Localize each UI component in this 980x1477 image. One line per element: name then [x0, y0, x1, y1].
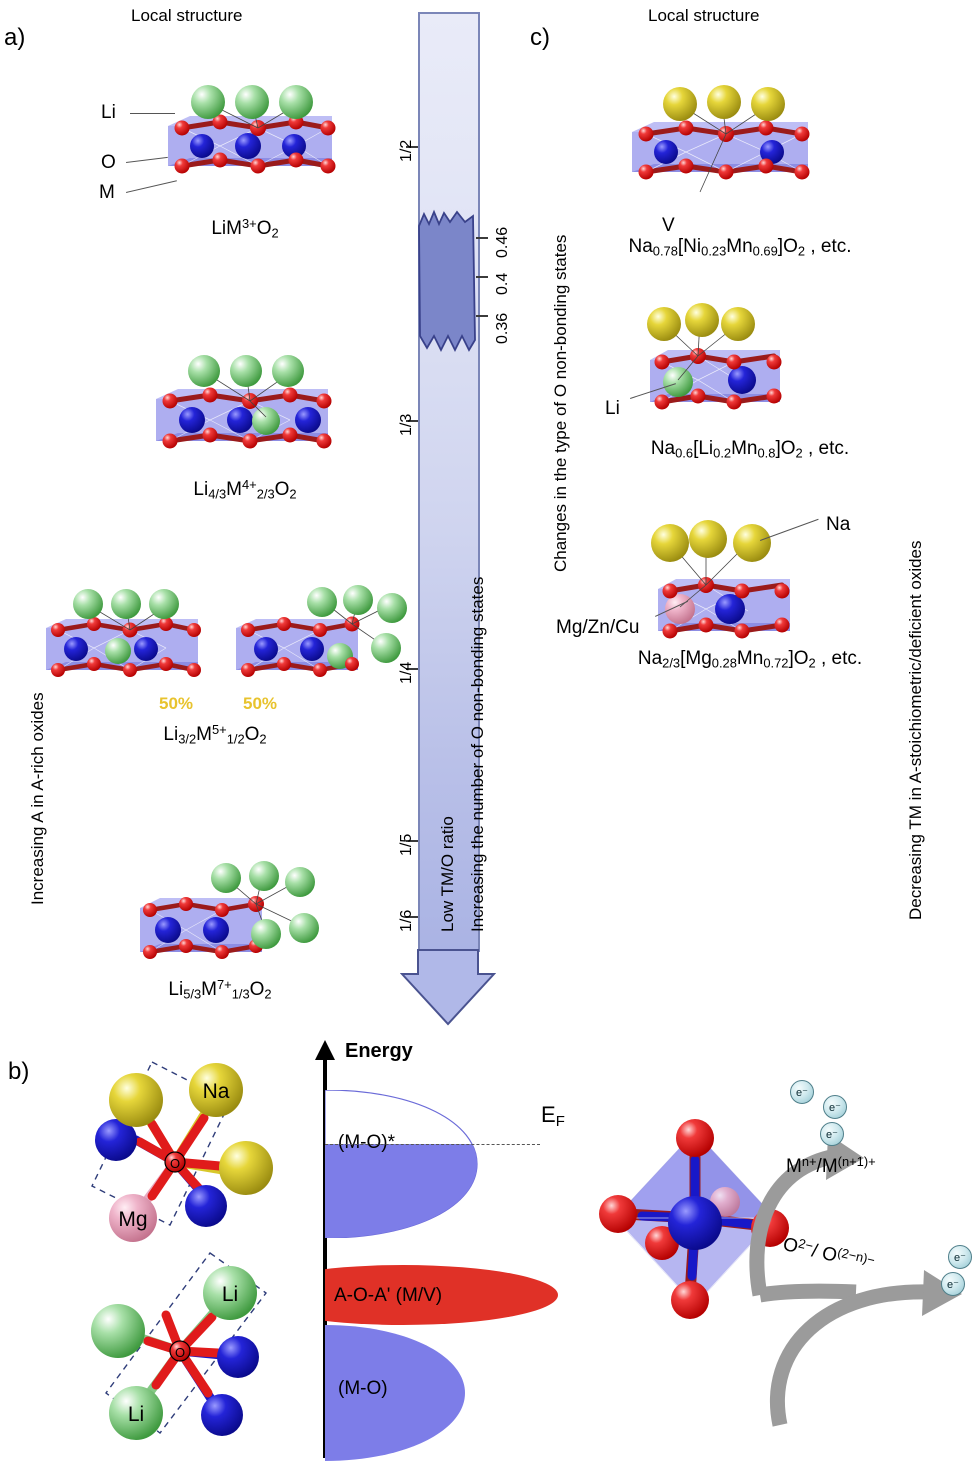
structure-slab-c3 [620, 495, 835, 645]
svg-text:O: O [175, 1345, 185, 1360]
electron-badge-1: e⁻ [790, 1080, 814, 1104]
center-arrow-head [400, 949, 496, 1026]
center-arrow-band [418, 209, 476, 353]
tick-label-04: 0.4 [494, 272, 511, 295]
panel-c-axis-label-right: Decreasing TM in A-stoichiometric/defici… [906, 540, 925, 920]
formula-text-c2: Na0.6[Li0.2Mn0.8]O2 , etc. [650, 438, 850, 461]
octahedron-redox [570, 1090, 820, 1340]
electron-badge-5: e⁻ [941, 1272, 965, 1296]
svg-text:Na: Na [203, 1080, 230, 1103]
heading-local-structure-right: Local structure [648, 6, 760, 25]
heading-local-structure-left: Local structure [131, 6, 243, 25]
svg-text:Mg: Mg [118, 1208, 147, 1231]
formula-text-1: LiM3+O2 [211, 216, 279, 241]
electron-badge-3: e⁻ [820, 1122, 844, 1146]
tick-right-1 [476, 237, 488, 239]
structure-formula-c2: Na0.6[Li0.2Mn0.8]O2 , etc. [590, 438, 910, 461]
structure-formula-3: Li3/2M5+1/2O2 [115, 722, 315, 746]
energy-axis-label: Energy [345, 1040, 413, 1062]
legend-label-m: M [99, 182, 115, 203]
panel-letter-c: c) [530, 24, 550, 51]
fermi-label: EF [541, 1102, 565, 1130]
electron-badge-4: e⁻ [948, 1245, 972, 1269]
tick-label-046: 0.46 [494, 226, 511, 258]
band-aoa [325, 1265, 558, 1325]
redox-arrow-metal [749, 1134, 864, 1303]
formula-text-c1: Na0.78[Ni0.23Mn0.69]O2 , etc. [628, 236, 852, 259]
panel-letter-b: b) [8, 1058, 30, 1085]
tick-label-1-5: 1/5 [398, 833, 415, 856]
callout-label-v: V [662, 215, 675, 236]
structure-formula-c1: Na0.78[Ni0.23Mn0.69]O2 , etc. [575, 236, 905, 259]
tick-right-3 [476, 315, 488, 317]
structure-formula-1: LiM3+O2 [150, 216, 340, 240]
fermi-text: EF [541, 1102, 565, 1131]
cluster-na-mg: Na Mg O [70, 1040, 315, 1242]
structure-slab-3a [38, 588, 208, 698]
legend-label-li: Li [101, 102, 116, 123]
svg-text:Li: Li [128, 1403, 144, 1426]
legend-leader-li [130, 113, 175, 114]
band-mo-star [325, 1090, 478, 1238]
tick-label-036: 0.36 [494, 312, 511, 344]
tick-label-1-2: 1/2 [398, 139, 415, 162]
tick-label-1-6: 1/6 [398, 909, 415, 932]
tick-left-3 [406, 668, 418, 670]
tick-left-1 [406, 146, 418, 148]
formula-text-c3: Na2/3[Mg0.28Mn0.72]O2 , etc. [637, 648, 863, 671]
tick-left-2 [406, 420, 418, 422]
band-label-aoa: A-O-A' (M/V) [334, 1285, 443, 1306]
legend-label-o: O [101, 152, 116, 173]
svg-text:O: O [170, 1156, 180, 1171]
formula-text-4: Li5/3M7+1/3O2 [168, 977, 272, 1002]
metal-redox-text: Mn+/M(n+1)+ [786, 1154, 876, 1177]
tick-left-5 [406, 916, 418, 918]
tick-left-4 [406, 840, 418, 842]
fermi-level-line [325, 1144, 540, 1145]
energy-axis-arrowhead [315, 1040, 335, 1060]
electron-badge-2: e⁻ [823, 1095, 847, 1119]
callout-label-mgzncu: Mg/Zn/Cu [556, 617, 640, 638]
structure-formula-4: Li5/3M7+1/3O2 [120, 977, 320, 1001]
band-label-mo: (M-O) [338, 1378, 388, 1399]
center-arrow-shaft [418, 12, 480, 952]
structure-slab-1 [160, 85, 340, 198]
arrow-label-increasing-states: Increasing the number of O non-bonding s… [468, 576, 487, 932]
tick-right-2 [476, 276, 488, 278]
formula-text-2: Li4/3M4+2/3O2 [193, 477, 297, 502]
structure-slab-3b [228, 585, 413, 698]
structure-slab-2 [148, 355, 338, 470]
band-label-mo-star: (M-O)* [338, 1132, 395, 1153]
svg-text:Li: Li [222, 1283, 238, 1306]
tick-label-1-3: 1/3 [398, 413, 415, 436]
percent-label-left: 50% [159, 694, 194, 713]
callout-label-li-c2: Li [605, 398, 620, 419]
energy-axis [323, 1058, 327, 1458]
panel-letter-a: a) [4, 24, 26, 51]
tick-label-1-4: 1/4 [398, 661, 415, 684]
percent-label-right: 50% [243, 694, 278, 713]
structure-slab-c1 [620, 80, 820, 205]
cluster-li: Li Li O [70, 1235, 315, 1450]
formula-text-3: Li3/2M5+1/2O2 [163, 722, 267, 747]
structure-slab-c2 [620, 290, 830, 425]
panel-c-axis-label-left: Changes in the type of O non-bonding sta… [551, 234, 570, 572]
structure-slab-4 [120, 860, 335, 975]
panel-a-axis-label: Increasing A in A-rich oxides [28, 692, 47, 905]
redox-arrow-oxygen [769, 1270, 962, 1427]
band-mo [325, 1325, 465, 1461]
arrow-label-low-tm-o: Low TM/O ratio [438, 816, 457, 932]
structure-formula-2: Li4/3M4+2/3O2 [145, 477, 345, 501]
callout-label-na-c3: Na [826, 514, 851, 535]
structure-formula-c3: Na2/3[Mg0.28Mn0.72]O2 , etc. [585, 648, 915, 671]
label-metal-redox: Mn+/M(n+1)+ [786, 1154, 876, 1178]
